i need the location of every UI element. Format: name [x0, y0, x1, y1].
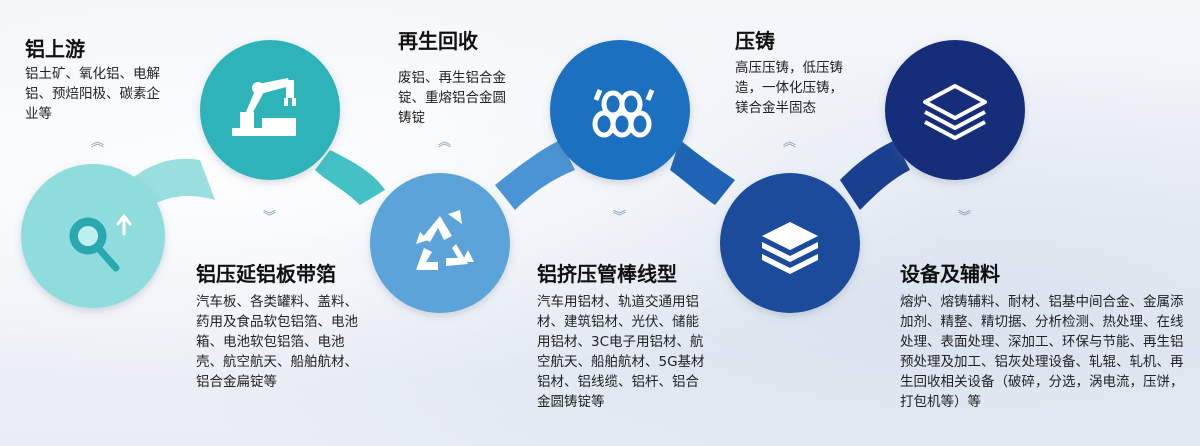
- stage-desc-recycling: 废铝、再生铝合金锭、重熔铝合金圆铸锭: [398, 70, 506, 126]
- stage-desc-rolling: 汽车板、各类罐料、盖料、药用及食品软包铝箔、电池箱、电池软包铝箔、电池壳、航空航…: [196, 294, 358, 390]
- stage-circle-recycling: [370, 173, 510, 313]
- search-growth-icon: [69, 213, 132, 272]
- stage-title-equipment: 设备及辅料: [900, 262, 1000, 286]
- stacked-sheets-icon: [762, 222, 818, 274]
- stage-desc-extrusion: 汽车用铝材、轨道交通用铝材、建筑铝材、光伏、储能用铝材、3C电子用铝材、航空航天…: [537, 294, 705, 410]
- stage-desc-upstream: 铝土矿、氧化铝、电解铝、预焙阳极、碳素企业等: [25, 66, 160, 122]
- layers-icon: [923, 84, 987, 140]
- stage-desc-equipment: 熔炉、熔铸辅料、耐材、铝基中间合金、金属添加剂、精整、精切据、分析检测、热处理、…: [900, 294, 1184, 410]
- pipes-icon: [592, 89, 655, 138]
- connector-4: [670, 140, 735, 205]
- robot-arm-icon: [232, 78, 296, 136]
- chevron-down-icon: ︾: [613, 210, 627, 225]
- chevron-down-icon: ︾: [263, 210, 277, 225]
- connector-3: [495, 140, 575, 210]
- chevron-up-icon: ︽: [783, 135, 797, 150]
- chevron-up-icon: ︽: [438, 135, 452, 150]
- stage-title-casting: 压铸: [735, 29, 775, 53]
- chevron-down-icon: ︾: [958, 210, 972, 225]
- recycle-icon: [416, 210, 474, 270]
- connector-2: [315, 150, 385, 205]
- stage-title-recycling: 再生回收: [398, 29, 478, 53]
- chevron-up-icon: ︽: [91, 135, 105, 150]
- stage-title-upstream: 铝上游: [25, 37, 85, 61]
- stage-title-rolling: 铝压延铝板带箔: [196, 262, 336, 286]
- stage-title-extrusion: 铝挤压管棒线型: [537, 262, 677, 286]
- connector-5: [840, 140, 910, 210]
- stage-circle-equipment: [885, 40, 1025, 180]
- stage-circle-rolling: [200, 40, 340, 180]
- stage-desc-casting: 高压压铸，低压铸造，一体化压铸，镁合金半固态: [735, 60, 843, 116]
